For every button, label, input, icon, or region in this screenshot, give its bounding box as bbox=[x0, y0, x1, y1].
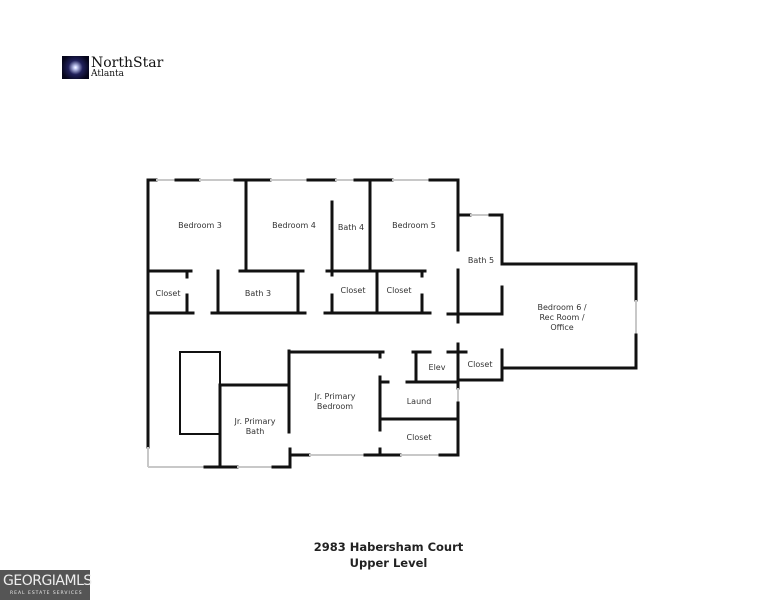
svg-text:Bedroom: Bedroom bbox=[317, 402, 353, 411]
svg-text:Bedroom 6 /: Bedroom 6 / bbox=[537, 303, 586, 312]
room-closet-4: Closet bbox=[468, 360, 493, 369]
room-laund: Laund bbox=[407, 397, 432, 406]
room-labels: Bedroom 3 Bedroom 4 Bath 4 Bedroom 5 Bat… bbox=[156, 221, 587, 442]
georgia-mls-logo: GEORGIAMLS REAL ESTATE SERVICES bbox=[0, 570, 92, 600]
star-icon bbox=[62, 56, 89, 79]
svg-text:Rec Room /: Rec Room / bbox=[539, 313, 584, 322]
svg-text:Jr. Primary: Jr. Primary bbox=[314, 392, 356, 401]
room-bedroom-3: Bedroom 3 bbox=[178, 221, 222, 230]
room-closet-1: Closet bbox=[156, 289, 181, 298]
room-bedroom-5: Bedroom 5 bbox=[392, 221, 436, 230]
svg-text:Jr. Primary: Jr. Primary bbox=[234, 417, 276, 426]
svg-text:Bath: Bath bbox=[246, 427, 265, 436]
room-closet-5: Closet bbox=[407, 433, 432, 442]
room-closet-3: Closet bbox=[387, 286, 412, 295]
room-elev: Elev bbox=[429, 363, 446, 372]
svg-text:Office: Office bbox=[550, 323, 573, 332]
address-caption: 2983 Habersham Court bbox=[313, 540, 464, 554]
logo-sub-text: Atlanta bbox=[91, 69, 124, 79]
room-closet-2: Closet bbox=[341, 286, 366, 295]
room-bedroom-6: Bedroom 6 / Rec Room / Office bbox=[537, 303, 586, 332]
level-caption: Upper Level bbox=[349, 556, 428, 570]
logo-main-text: NorthStar bbox=[91, 55, 164, 71]
walls bbox=[146, 178, 638, 469]
room-bath-3: Bath 3 bbox=[245, 289, 271, 298]
room-bedroom-4: Bedroom 4 bbox=[272, 221, 316, 230]
room-bath-5: Bath 5 bbox=[468, 256, 494, 265]
room-bath-4: Bath 4 bbox=[338, 223, 364, 232]
room-jr-primary-bath: Jr. Primary Bath bbox=[234, 417, 276, 436]
room-jr-primary-bedroom: Jr. Primary Bedroom bbox=[314, 392, 356, 411]
northstar-logo: NorthStar Atlanta bbox=[62, 56, 163, 79]
